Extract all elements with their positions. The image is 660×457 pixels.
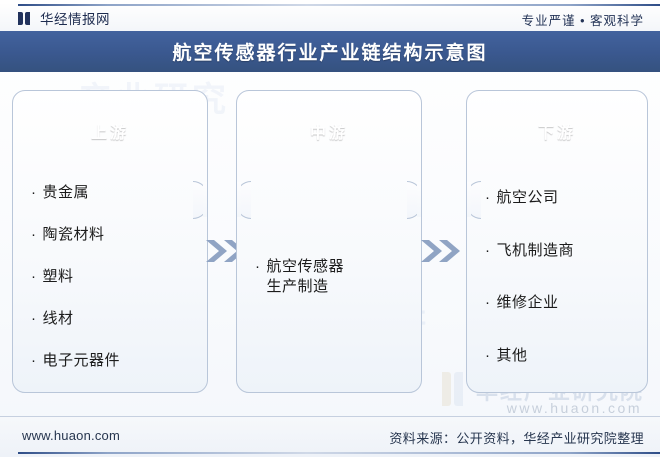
list-item: · 飞机制造商 <box>485 241 639 260</box>
value-chain-diagram: 上游 · 贵金属 · 陶瓷材料 · 塑料 · 线材 · 电子元器件 中游 <box>0 72 660 407</box>
list-item: · 陶瓷材料 <box>31 225 199 244</box>
chain-card-header-upstream: 上游 <box>27 104 193 158</box>
list-item: · 其他 <box>485 346 639 365</box>
list-item-label: 陶瓷材料 <box>42 225 105 243</box>
chain-card-upstream: 上游 · 贵金属 · 陶瓷材料 · 塑料 · 线材 · 电子元器件 <box>12 90 209 393</box>
bullet-icon: · <box>255 258 261 276</box>
footer-source-note: 资料来源：公开资料，华经产业研究院整理 <box>389 431 644 446</box>
list-item-label: 塑料 <box>42 267 74 285</box>
list-item: · 塑料 <box>31 267 199 286</box>
footer-bar: www.huaon.com 资料来源：公开资料，华经产业研究院整理 <box>0 416 660 457</box>
chain-item-list-downstream: · 航空公司 · 飞机制造商 · 维修企业 · 其他 <box>467 171 647 382</box>
chain-card-downstream: 下游 · 航空公司 · 飞机制造商 · 维修企业 · 其他 <box>465 90 648 393</box>
card-notch-mask <box>203 182 207 218</box>
bullet-icon: · <box>485 241 491 259</box>
double-chevron-right-icon <box>419 238 465 264</box>
brand-identity: 华经情报网 <box>18 8 110 28</box>
list-item-label: 贵金属 <box>42 183 90 201</box>
chain-stage-label: 中游 <box>309 125 348 142</box>
list-item-label: 维修企业 <box>496 294 559 312</box>
bullet-icon: · <box>485 188 491 206</box>
chart-title-bar: 航空传感器行业产业链结构示意图 <box>0 31 660 72</box>
chain-item-list-upstream: · 贵金属 · 陶瓷材料 · 塑料 · 线材 · 电子元器件 <box>13 171 207 382</box>
brand-header-bar: 华经情报网 专业严谨 • 客观科学 <box>0 0 660 33</box>
list-item: · 电子元器件 <box>31 351 199 370</box>
bullet-icon: · <box>31 183 37 201</box>
bullet-icon: · <box>485 294 491 312</box>
list-item-label: 飞机制造商 <box>496 241 575 259</box>
chain-card-header-downstream: 下游 <box>481 104 633 158</box>
bullet-icon: · <box>31 225 37 243</box>
chain-card-midstream: 中游 · 航空传感器 生产制造 <box>235 90 423 393</box>
list-item-label: 其他 <box>496 347 528 365</box>
brand-tagline: 专业严谨 • 客观科学 <box>521 14 644 28</box>
chain-stage-label: 上游 <box>90 125 129 142</box>
bullet-icon: · <box>31 352 37 370</box>
card-notch-mask <box>417 182 421 218</box>
footer-site-url[interactable]: www.huaon.com <box>22 428 120 443</box>
list-item: · 维修企业 <box>485 293 639 312</box>
list-item-label: 电子元器件 <box>42 352 121 370</box>
chain-card-header-midstream: 中游 <box>251 104 407 158</box>
card-notch-mask <box>467 182 471 218</box>
card-notch-mask <box>237 182 241 218</box>
chain-stage-label: 下游 <box>537 125 576 142</box>
list-item: · 线材 <box>31 309 199 328</box>
list-item: · 贵金属 <box>31 183 199 202</box>
huajing-logo-icon <box>18 11 33 26</box>
bullet-icon: · <box>31 310 37 328</box>
list-item-label: 线材 <box>42 310 74 328</box>
list-item: · 航空公司 <box>485 188 639 207</box>
list-item-label: 航空传感器 生产制造 <box>266 258 345 295</box>
brand-name-label: 华经情报网 <box>40 12 110 27</box>
bullet-icon: · <box>485 347 491 365</box>
list-item-label: 航空公司 <box>496 188 559 206</box>
bullet-icon: · <box>31 267 37 285</box>
page-title: 航空传感器行业产业链结构示意图 <box>172 43 488 64</box>
list-item: · 航空传感器 生产制造 <box>255 257 413 295</box>
chain-item-list-midstream: · 航空传感器 生产制造 <box>237 171 421 382</box>
